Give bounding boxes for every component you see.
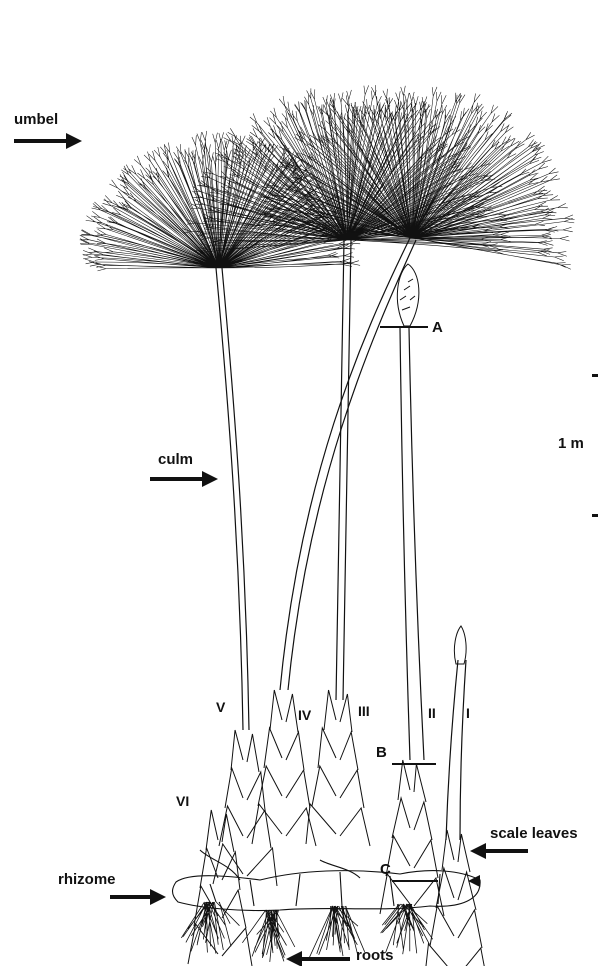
- culm-v: [216, 268, 243, 730]
- arrow-umbel: [14, 133, 82, 149]
- culms: [216, 238, 466, 840]
- label-shoot-ii: II: [428, 706, 436, 720]
- arrow-scale-leaves: [470, 843, 528, 859]
- label-cut-c: C: [380, 862, 391, 877]
- culm-iv: [280, 238, 410, 690]
- roots-drawing: [181, 902, 432, 962]
- culm-ii-b: [409, 328, 424, 760]
- label-shoot-iv: IV: [298, 708, 311, 722]
- label-scale-leaves: scale leaves: [490, 826, 578, 841]
- arrow-culm: [150, 471, 218, 487]
- label-umbel: umbel: [14, 112, 58, 127]
- scale-leaf-cluster: [380, 760, 444, 916]
- culm-iii: [336, 240, 344, 700]
- culm-ii: [400, 328, 410, 760]
- culm-iv-b: [288, 240, 416, 690]
- label-scale-bar: 1 m: [558, 436, 584, 451]
- arrow-roots: [286, 951, 350, 966]
- culm-i-b: [460, 660, 466, 840]
- scale-tick-bottom: [592, 514, 598, 517]
- scale-bar: [592, 374, 598, 517]
- umbel-heads: [80, 85, 575, 271]
- label-cut-b: B: [376, 745, 387, 760]
- label-culm: culm: [158, 452, 193, 467]
- label-shoot-vi: VI: [176, 794, 189, 808]
- label-roots: roots: [356, 948, 394, 963]
- culm-iii-b: [343, 240, 351, 700]
- label-shoot-iii: III: [358, 704, 370, 718]
- scale-tick-top: [592, 374, 598, 377]
- scale-leaf-cluster: [213, 730, 277, 886]
- culm-i: [446, 660, 458, 840]
- label-shoot-i: I: [466, 706, 470, 720]
- arrow-rhizome: [110, 889, 166, 905]
- label-cut-a: A: [432, 320, 443, 335]
- label-rhizome: rhizome: [58, 872, 116, 887]
- label-shoot-v: V: [216, 700, 225, 714]
- culm-v-b: [222, 268, 249, 730]
- section-lines: [380, 327, 438, 881]
